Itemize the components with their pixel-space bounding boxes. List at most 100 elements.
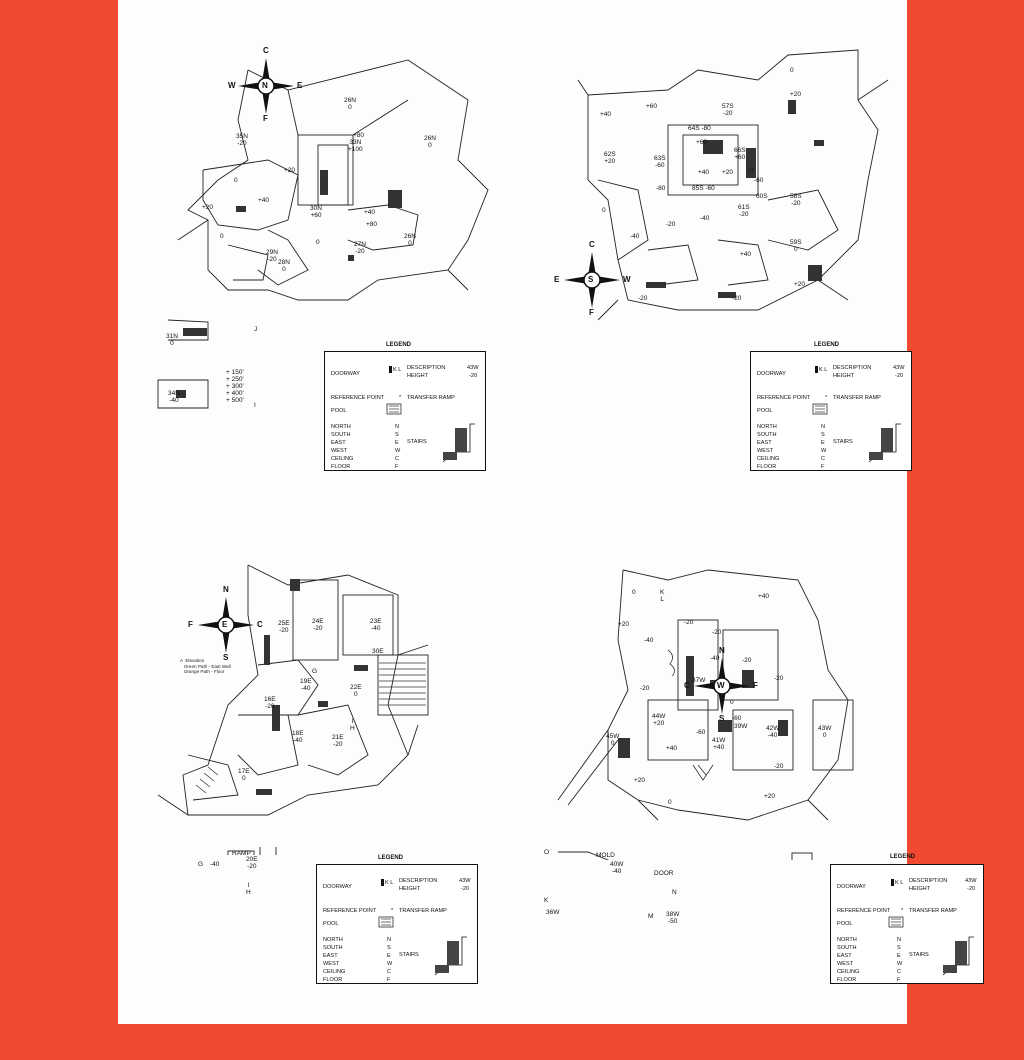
map-label: 22E 0 [350, 684, 362, 698]
map-label: 21E -20 [332, 734, 344, 748]
map-label: 45W 0 [606, 733, 620, 747]
compass-rose-icon [238, 58, 294, 114]
legend-reference-point: REFERENCE POINT [331, 395, 385, 401]
compass-bottom: S [223, 653, 229, 662]
legend-pool: POOL [331, 408, 347, 414]
legend-transfer-ramp: TRANSFER RAMP [909, 908, 957, 914]
map-label: 0 [234, 177, 238, 184]
east-face-map: E N F C S 25E -20 24E -20 23E -40 30E 19… [148, 555, 528, 1055]
map-label: +20 [722, 169, 734, 176]
map-label: -40 [700, 215, 710, 222]
map-label: 0 [750, 167, 754, 174]
map-label: 39W [734, 723, 748, 730]
north-map-drawing [157, 59, 489, 409]
legend-direction: NORTH [331, 424, 351, 430]
map-label: -20 [684, 619, 694, 626]
legend-letter: S [821, 432, 825, 438]
legend-doorway-symbol: K L [393, 367, 402, 373]
inset-label: O [544, 849, 550, 856]
legend-sample-height: -20 [967, 886, 976, 892]
legend-description: DESCRIPTION [399, 878, 438, 884]
map-label: 23E -40 [370, 618, 382, 632]
map-label: -60 [732, 715, 742, 722]
compass-top: N [719, 646, 725, 655]
elevation-note: A Elevation Green Path - East Wall Orang… [180, 658, 231, 674]
legend-letter: F [387, 977, 391, 983]
map-label: 0 [790, 67, 794, 74]
legend-stairs: STAIRS [909, 952, 929, 958]
legend-stairs: STAIRS [407, 439, 427, 445]
map-label: +20 [618, 621, 630, 628]
compass-top: C [589, 240, 595, 249]
map-label: +20 [284, 167, 296, 174]
map-label: 61S -20 [738, 204, 750, 218]
inset-label: MOLD [596, 852, 615, 859]
inset-scale: + 500' [226, 397, 244, 404]
compass-center: W [717, 681, 725, 690]
map-label: +40 [740, 251, 752, 258]
compass-rose-icon [564, 252, 620, 308]
map-label: 0 [730, 699, 734, 706]
legend-title: LEGEND [890, 854, 916, 860]
map-label: -40 [630, 233, 640, 240]
map-label: +20 [794, 281, 806, 288]
east-compass: E N F C S [188, 585, 263, 662]
legend-pool: POOL [323, 921, 339, 927]
legend-reference-point: REFERENCE POINT [837, 908, 891, 914]
inset-scale: + 300' [226, 383, 244, 390]
inset-label: -40 [210, 861, 220, 868]
legend-direction: NORTH [757, 424, 777, 430]
compass-top: N [223, 585, 229, 594]
map-label: -20 [638, 295, 648, 302]
map-label: +40 [364, 209, 376, 216]
legend-letter: E [897, 953, 901, 959]
document-page: N C W E F 26N 0 35N -20 +80 33N +100 26N… [118, 0, 984, 1024]
map-label: 26N 0 [424, 135, 436, 149]
map-label: +20 [764, 793, 776, 800]
map-label: 25E -20 [278, 620, 290, 634]
legend-title: LEGEND [386, 342, 412, 348]
map-label: 29N -20 [266, 249, 278, 263]
legend-transfer-ramp: TRANSFER RAMP [833, 395, 881, 401]
legend-sample-height: -20 [895, 373, 904, 379]
legend-symbols [812, 366, 901, 463]
map-label: -40 [710, 655, 720, 662]
legend-title: LEGEND [814, 342, 840, 348]
compass-right: C [257, 620, 263, 629]
inset-label: N [672, 889, 677, 896]
legend-doorway: DOORWAY [323, 884, 352, 890]
legend-direction: CEILING [331, 456, 354, 462]
compass-left: W [228, 81, 236, 90]
legend-symbols [378, 879, 467, 976]
legend-direction: FLOOR [757, 464, 777, 470]
east-map-drawing [157, 564, 429, 855]
map-label: 27N -20 [354, 241, 366, 255]
legend-transfer-ramp: TRANSFER RAMP [399, 908, 447, 914]
map-label: +20 [202, 204, 214, 211]
legend-letter: W [897, 961, 903, 967]
legend-height: HEIGHT [833, 373, 855, 379]
legend-direction: WEST [837, 961, 854, 967]
compass-bottom: S [719, 714, 725, 723]
legend-height: HEIGHT [909, 886, 931, 892]
legend-direction: WEST [331, 448, 348, 454]
map-label: 58S -20 [790, 193, 802, 207]
legend-letter: E [387, 953, 391, 959]
map-label: 16E -20 [264, 696, 276, 710]
legend-sample-height: -20 [469, 373, 478, 379]
legend-sample-description: 43W [965, 878, 977, 884]
inset-label: M [648, 913, 654, 920]
legend-doorway-symbol: K L [895, 880, 904, 886]
legend-direction: EAST [323, 953, 338, 959]
legend-transfer-ramp: TRANSFER RAMP [407, 395, 455, 401]
inset-label: 40W -40 [610, 861, 624, 875]
legend-star: * [391, 908, 394, 914]
legend-direction: SOUTH [837, 945, 857, 951]
legend-direction: NORTH [323, 937, 343, 943]
legend-letter: S [897, 945, 901, 951]
legend-star: * [901, 908, 904, 914]
map-label: 41W +40 [712, 737, 726, 751]
compass-right: F [753, 681, 758, 690]
inset-label: 20E -20 [246, 856, 258, 870]
legend-direction: NORTH [837, 937, 857, 943]
